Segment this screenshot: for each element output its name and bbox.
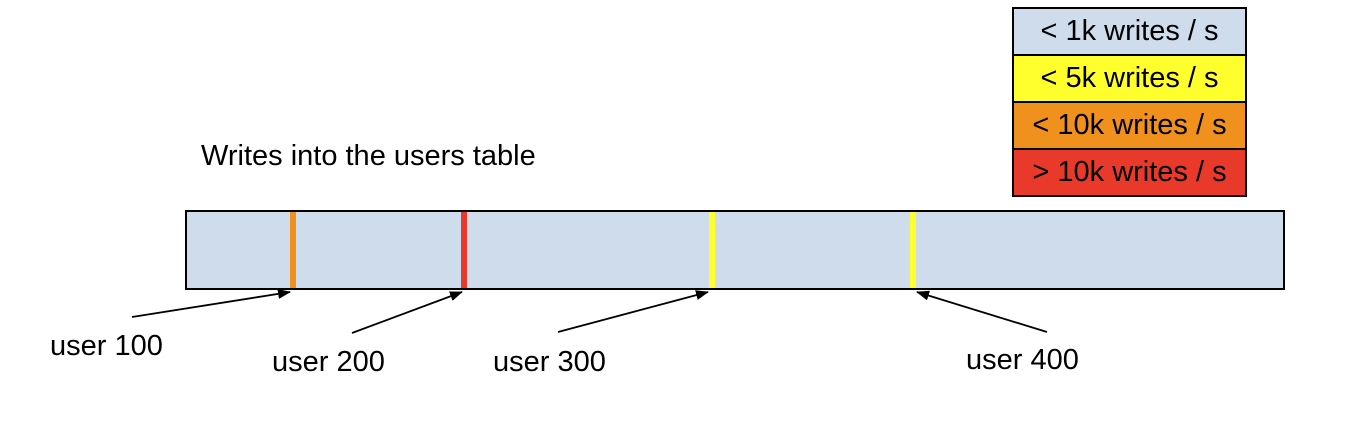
users-table-bar (185, 210, 1285, 290)
legend-item-label: < 10k writes / s (1032, 109, 1227, 141)
diagram-title: Writes into the users table (201, 140, 536, 172)
legend-item-label: > 10k writes / s (1032, 156, 1227, 188)
write-rate-marker-user-200 (461, 212, 467, 288)
legend: < 1k writes / s < 5k writes / s < 10k wr… (1012, 7, 1247, 197)
legend-item-lt-10k: < 10k writes / s (1014, 101, 1245, 148)
arrow-user-200 (351, 291, 463, 334)
write-rate-marker-user-400 (910, 212, 917, 288)
legend-item-lt-5k: < 5k writes / s (1014, 54, 1245, 101)
legend-item-label: < 5k writes / s (1040, 62, 1219, 94)
user-300-label: user 300 (493, 346, 606, 378)
legend-item-gt-10k: > 10k writes / s (1014, 148, 1245, 195)
legend-item-label: < 1k writes / s (1040, 15, 1219, 47)
arrow-user-300 (557, 290, 709, 333)
arrow-user-400 (916, 290, 1048, 333)
user-400-label: user 400 (966, 344, 1079, 376)
user-100-label: user 100 (50, 330, 163, 362)
write-rate-marker-user-100 (290, 212, 297, 288)
legend-item-lt-1k: < 1k writes / s (1014, 9, 1245, 54)
user-200-label: user 200 (272, 346, 385, 378)
arrow-user-100 (131, 288, 291, 318)
write-rate-marker-user-300 (708, 212, 715, 288)
